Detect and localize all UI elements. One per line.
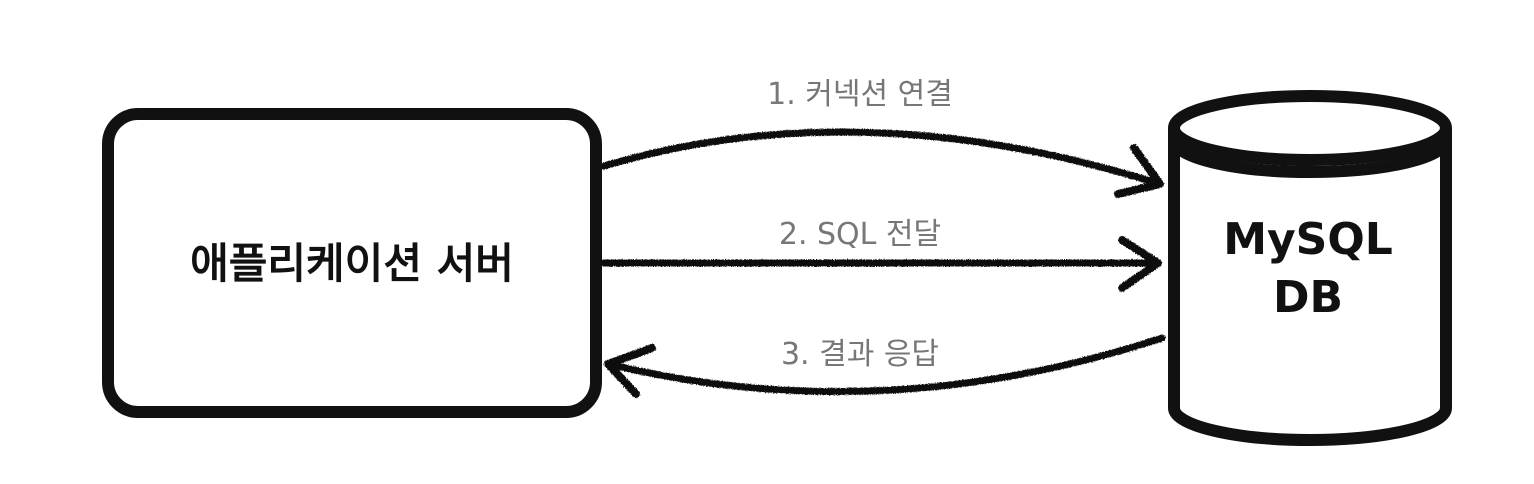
edge-result-label: 3. 결과 응답 — [781, 337, 939, 372]
edge-sql-label: 2. SQL 전달 — [779, 217, 941, 252]
db-cylinder-top-band — [1168, 139, 1452, 178]
edge-sql — [600, 236, 1162, 292]
edge-result-arrowhead — [604, 344, 656, 398]
db-node: MySQL DB — [1168, 90, 1452, 446]
db-cylinder-top — [1168, 90, 1452, 166]
db-cylinder-body — [1168, 128, 1452, 446]
edge-connect — [600, 128, 1164, 198]
db-label-line-1: MySQL — [1223, 214, 1393, 265]
edge-result — [604, 334, 1166, 398]
edge-connect-line — [600, 128, 1164, 188]
app-server-node: 애플리케이션 서버 — [102, 108, 602, 418]
edge-sql-arrowhead — [1118, 236, 1162, 292]
app-server-label: 애플리케이션 서버 — [190, 239, 514, 288]
edge-result-line — [604, 334, 1166, 396]
edge-connect-label: 1. 커넥션 연결 — [767, 77, 953, 112]
edge-connect-arrowhead — [1114, 144, 1164, 198]
app-server-box — [102, 108, 602, 418]
db-label-line-2: DB — [1273, 272, 1343, 323]
